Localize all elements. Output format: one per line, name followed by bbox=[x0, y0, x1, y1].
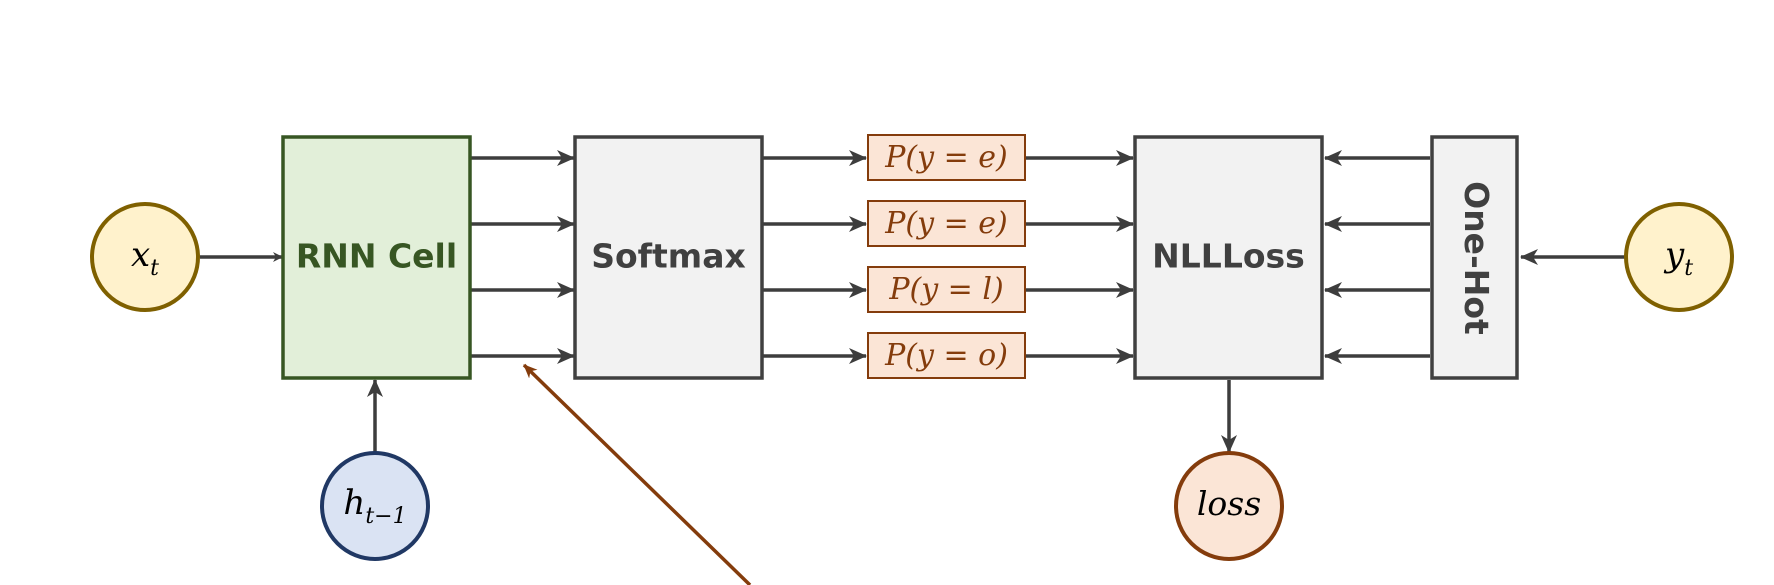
prob-label-3: P(y = l) bbox=[888, 272, 1003, 307]
nllloss-label: NLLLoss bbox=[1152, 237, 1305, 276]
h-prev-node: ht−1 bbox=[320, 451, 430, 561]
h-prev-base: h bbox=[343, 483, 365, 523]
y-target-node: yt bbox=[1624, 202, 1734, 312]
connectors bbox=[200, 150, 1625, 453]
svg-text:yt: yt bbox=[1663, 235, 1693, 281]
svg-text:xt: xt bbox=[131, 235, 159, 281]
prob-label-4: P(y = o) bbox=[884, 338, 1008, 373]
prob-label-1: P(y = e) bbox=[884, 140, 1008, 175]
svg-text:ht−1: ht−1 bbox=[343, 483, 406, 529]
probability-labels: P(y = e) P(y = e) P(y = l) P(y = o) bbox=[867, 134, 1026, 379]
prob-label-2: P(y = e) bbox=[884, 206, 1008, 241]
y-target-base: y bbox=[1663, 235, 1685, 275]
x-input-node: xt bbox=[90, 202, 200, 312]
h-prev-sub: t−1 bbox=[365, 504, 406, 529]
loss-label: loss bbox=[1197, 484, 1261, 523]
x-input-sub: t bbox=[150, 256, 159, 281]
one-hot-label: One-Hot bbox=[1457, 181, 1496, 335]
one-hot-box: One-Hot bbox=[1430, 135, 1519, 380]
pointer-arrow bbox=[522, 363, 752, 585]
loss-node: loss bbox=[1174, 451, 1284, 561]
y-target-sub: t bbox=[1684, 256, 1693, 281]
rnn-cell-box: RNN Cell bbox=[281, 135, 472, 380]
rnn-cell-label: RNN Cell bbox=[296, 237, 457, 276]
softmax-box: Softmax bbox=[573, 135, 764, 380]
softmax-label: Softmax bbox=[591, 237, 746, 276]
x-input-base: x bbox=[131, 235, 150, 275]
nllloss-box: NLLLoss bbox=[1133, 135, 1324, 380]
